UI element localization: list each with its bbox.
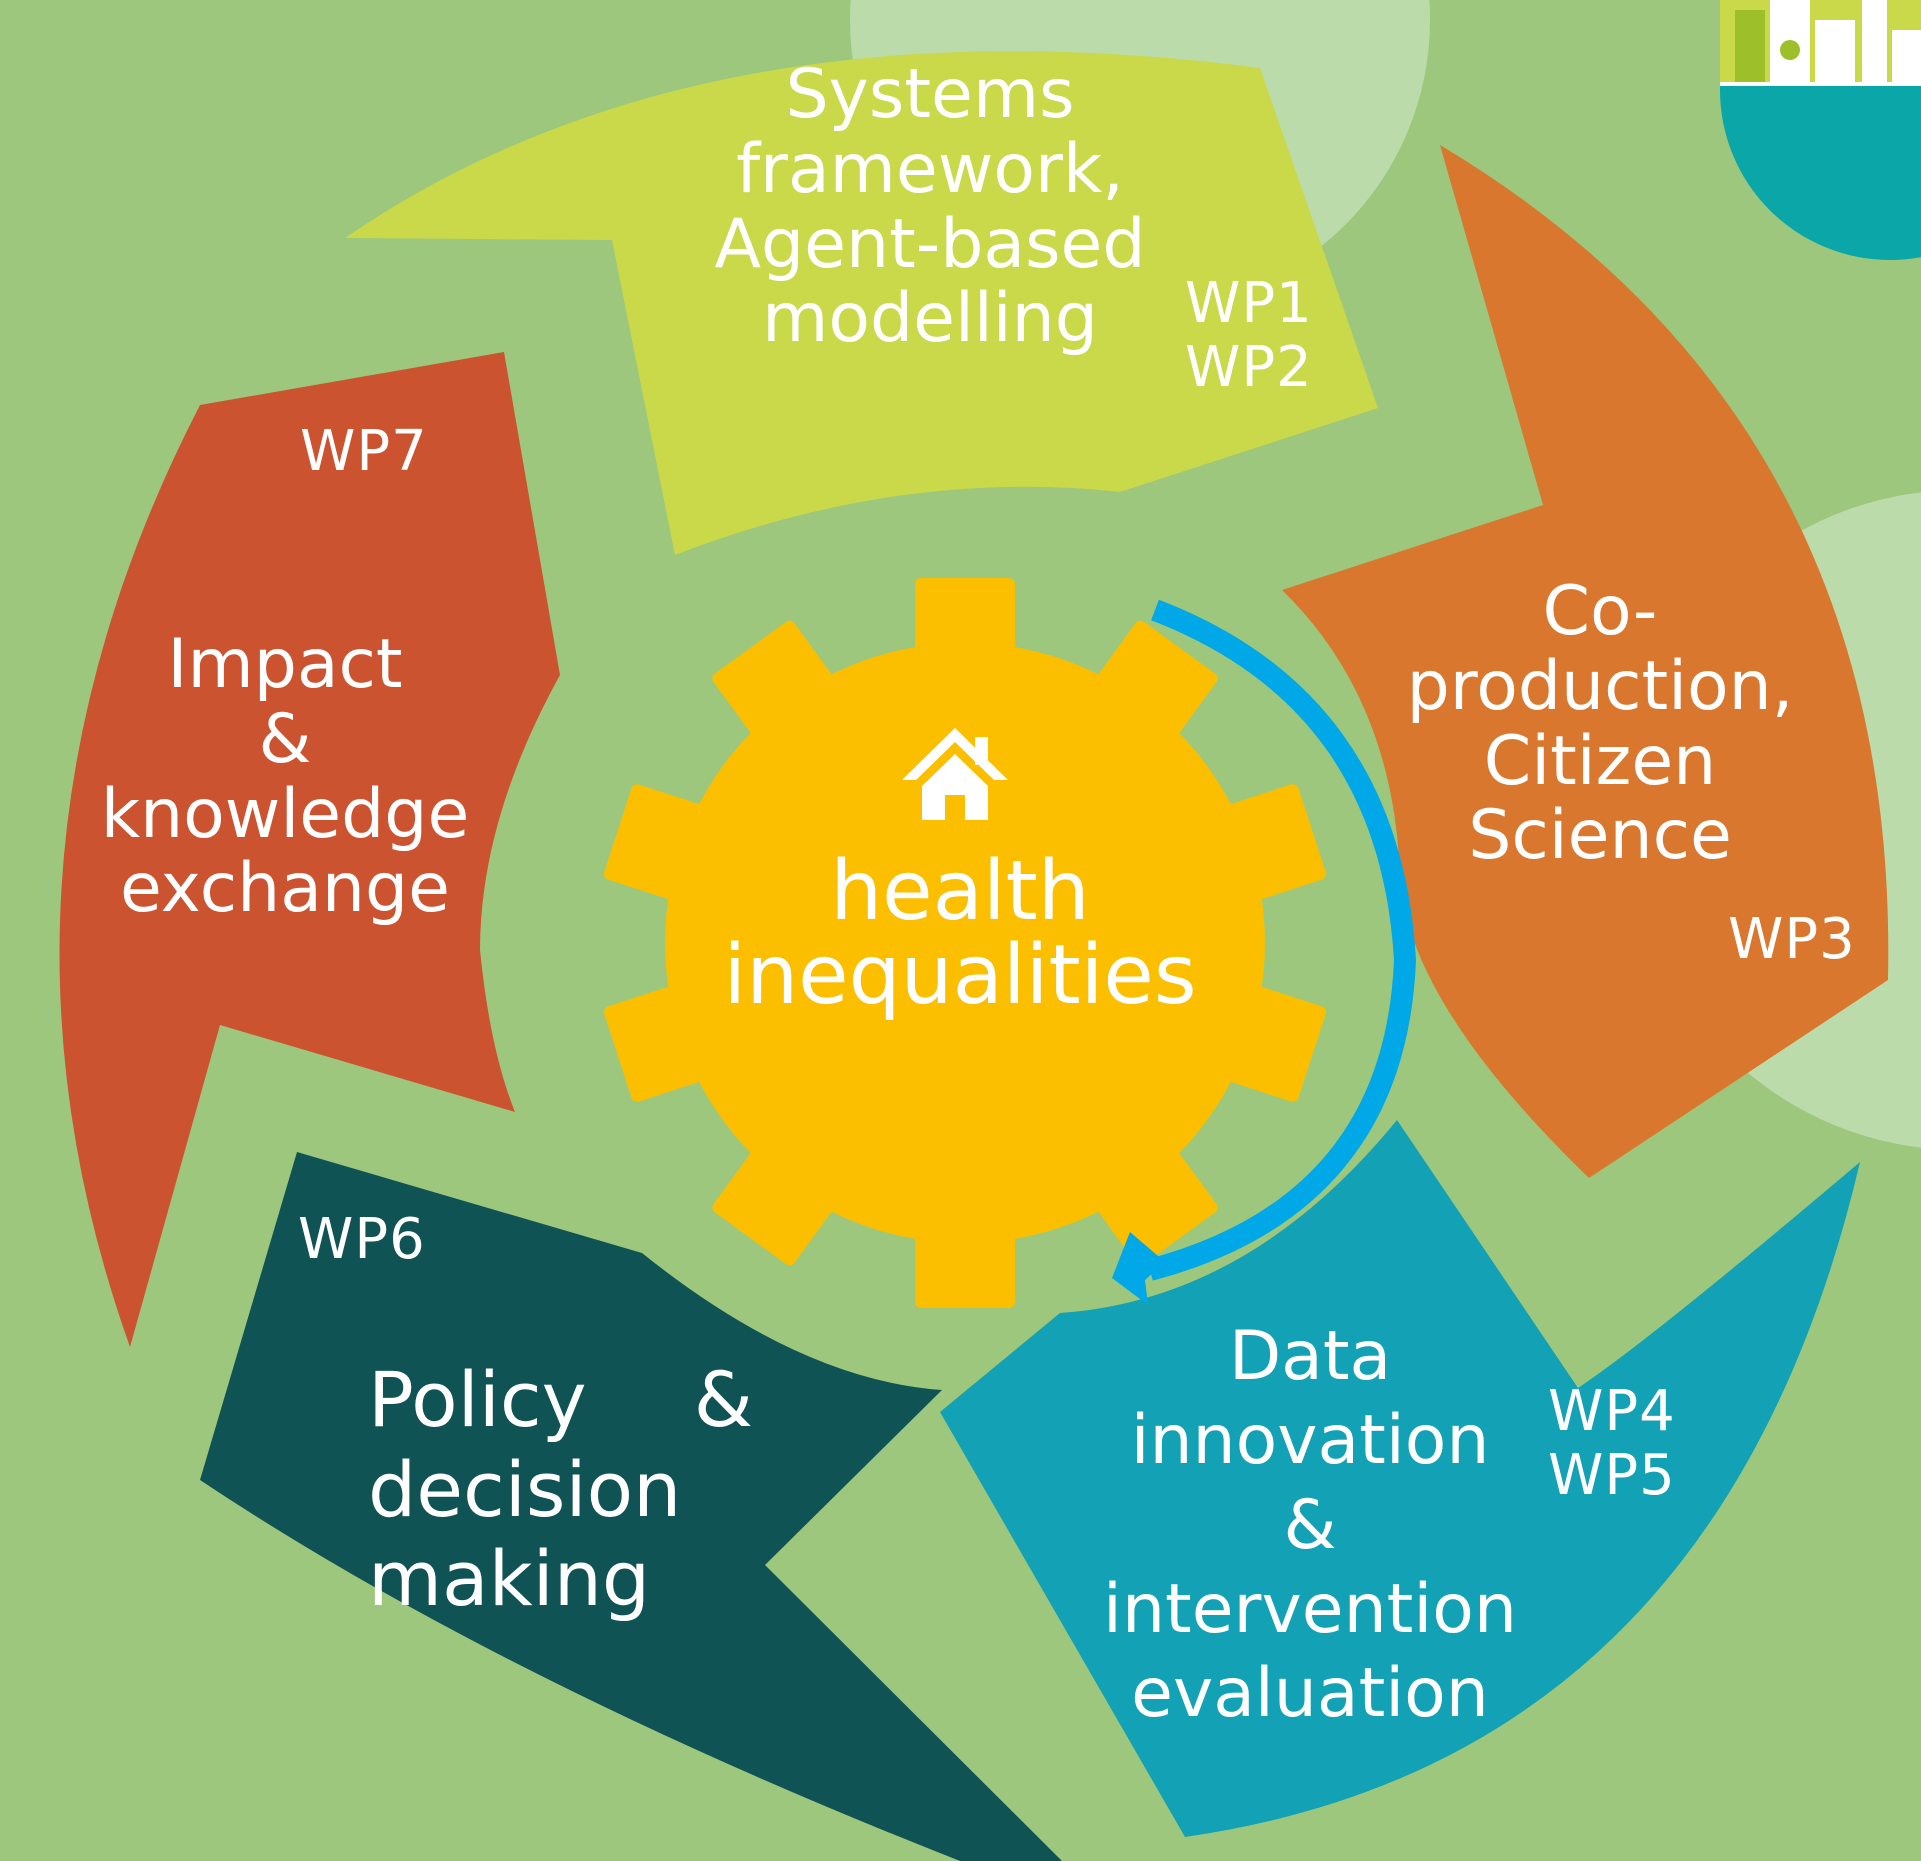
segment-data-line-1: Data — [1228, 1317, 1392, 1396]
segment-systems-framework — [345, 51, 1378, 555]
segment-data-line-2: innovation — [1130, 1401, 1490, 1481]
segment-coproduction-wp: WP3 — [1728, 912, 1856, 968]
wp6-label: WP6 — [298, 1207, 426, 1272]
house-icon — [902, 728, 1008, 820]
segment-coproduction-line-1: Co- — [1542, 572, 1658, 651]
segment-impact-line-2: & — [258, 699, 312, 779]
segment-coproduction — [1282, 145, 1889, 1178]
segment-policy-line-2: decision — [368, 1444, 682, 1534]
segment-coproduction-line-4: Science — [1468, 796, 1732, 876]
segment-systems-line-2: framework, — [736, 129, 1124, 209]
segment-data-label: Data innovation & intervention evaluatio… — [1080, 1315, 1540, 1737]
segment-coproduction-line-2: production, — [1406, 646, 1794, 726]
segment-policy-label: Policy & decision making — [368, 1355, 788, 1624]
segment-policy-word-and: & — [693, 1355, 753, 1444]
city-skyline-logo-icon — [1720, 0, 1921, 260]
segment-impact-line-4: exchange — [120, 849, 450, 929]
segment-impact-line-1: Impact — [167, 625, 403, 704]
segment-policy-line-3: making — [368, 1534, 651, 1624]
center-label-line-1: health — [830, 844, 1090, 939]
segment-systems-line-3: Agent-based — [714, 204, 1146, 284]
segment-coproduction-line-3: Citizen — [1483, 721, 1717, 801]
wp2-label: WP2 — [1185, 335, 1313, 401]
segment-data-wp: WP4 WP5 — [1548, 1379, 1676, 1509]
segment-impact-label: Impact & knowledge exchange — [80, 625, 490, 929]
center-label: health inequalities — [640, 850, 1280, 1017]
segment-data-innovation — [940, 1120, 1860, 1837]
segment-policy-wp: WP6 — [298, 1212, 426, 1268]
segment-impact-wp: WP7 — [300, 424, 428, 480]
segment-systems-line-1: Systems — [785, 55, 1075, 134]
wp1-label: WP1 — [1185, 271, 1313, 336]
gear-icon — [603, 578, 1327, 1308]
cycle-arrow-icon — [1112, 599, 1417, 1305]
center-label-line-2: inequalities — [723, 927, 1197, 1023]
segment-coproduction-label: Co- production, Citizen Science — [1390, 572, 1810, 876]
segment-systems-label: Systems framework, Agent-based modelling — [660, 55, 1200, 359]
wp4-label: WP4 — [1548, 1379, 1676, 1444]
segment-policy-line-1: Policy & — [368, 1355, 753, 1445]
wp7-label: WP7 — [300, 419, 428, 484]
segment-impact-line-3: knowledge — [100, 774, 470, 854]
segment-policy-word-policy: Policy — [368, 1355, 587, 1444]
segment-data-line-5: evaluation — [1131, 1654, 1489, 1734]
wp3-label: WP3 — [1728, 907, 1856, 972]
segment-impact — [59, 352, 560, 1347]
wp5-label: WP5 — [1548, 1443, 1676, 1509]
segment-data-line-3: & — [1283, 1485, 1337, 1565]
segment-data-line-4: intervention — [1103, 1569, 1517, 1649]
segment-systems-wp: WP1 WP2 — [1185, 271, 1313, 401]
segment-systems-line-4: modelling — [762, 279, 1098, 359]
segment-policy — [200, 1152, 1062, 1861]
